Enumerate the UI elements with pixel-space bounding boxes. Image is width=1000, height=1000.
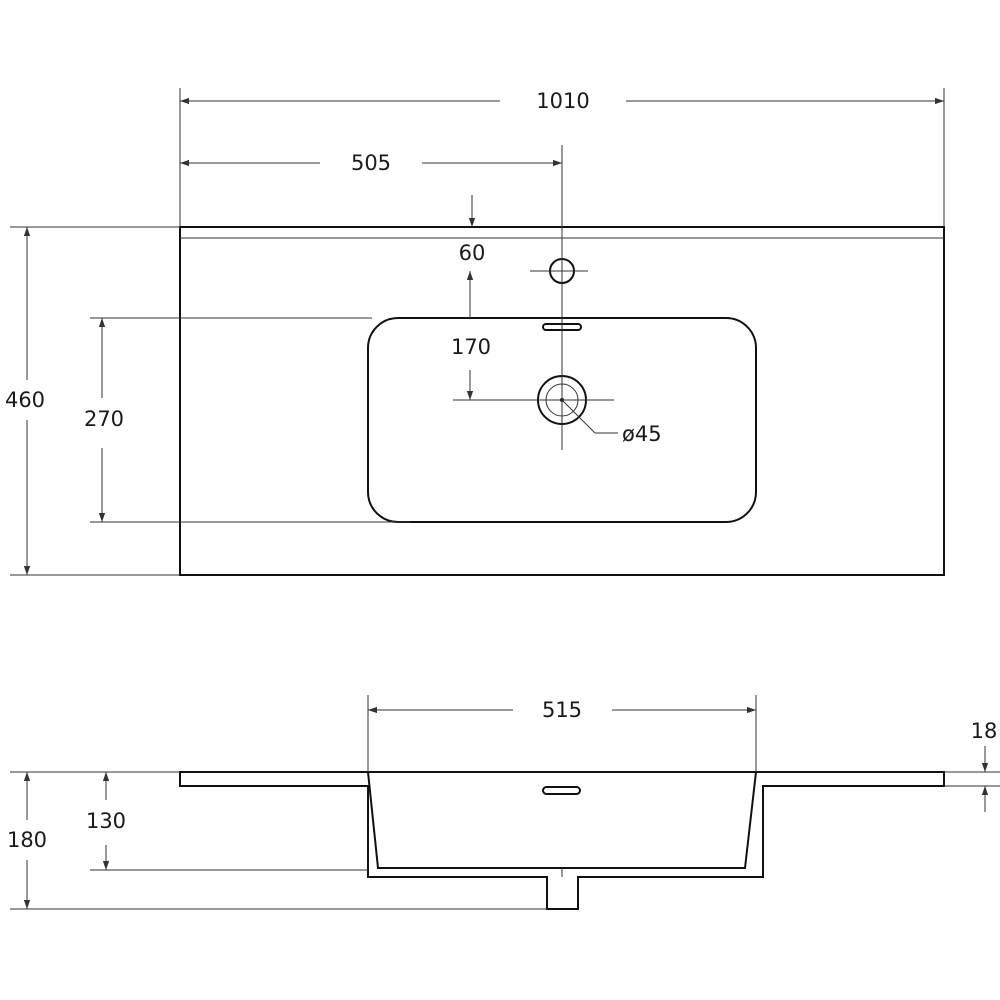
dimension-label-505: 505	[351, 151, 391, 175]
dimension-label-170: 170	[451, 335, 491, 359]
dimension-label-60: 60	[459, 241, 486, 265]
dimension-tap-offset: 60	[459, 195, 486, 265]
side-overflow-slot	[542, 786, 581, 795]
dimension-label-130: 130	[86, 809, 126, 833]
dimension-center-offset: 505	[180, 151, 562, 175]
dimension-counter-thickness: 18	[944, 719, 1000, 812]
dimension-label-515: 515	[542, 698, 582, 722]
dimension-overall-depth: 460	[5, 226, 180, 576]
dimension-overall-width: 1010	[179, 88, 945, 227]
dimension-bowl-height: 130	[86, 771, 368, 871]
dimension-label-270: 270	[84, 407, 124, 431]
dimension-bowl-width: 515	[367, 695, 757, 772]
dimension-bowl-depth: 270	[84, 317, 410, 523]
dimension-label-diameter: ø45	[622, 422, 662, 446]
side-view	[179, 771, 945, 910]
dimension-label-18: 18	[971, 719, 998, 743]
dimension-label-460: 460	[5, 388, 45, 412]
top-view	[179, 145, 945, 576]
dimension-label-180: 180	[7, 828, 47, 852]
dimension-overall-height: 180	[7, 771, 547, 910]
dimension-label-1010: 1010	[536, 89, 589, 113]
leader-drain-diameter: ø45	[561, 399, 662, 446]
side-profile-outer	[179, 771, 945, 910]
dimension-tap-to-drain: 170	[451, 271, 491, 400]
